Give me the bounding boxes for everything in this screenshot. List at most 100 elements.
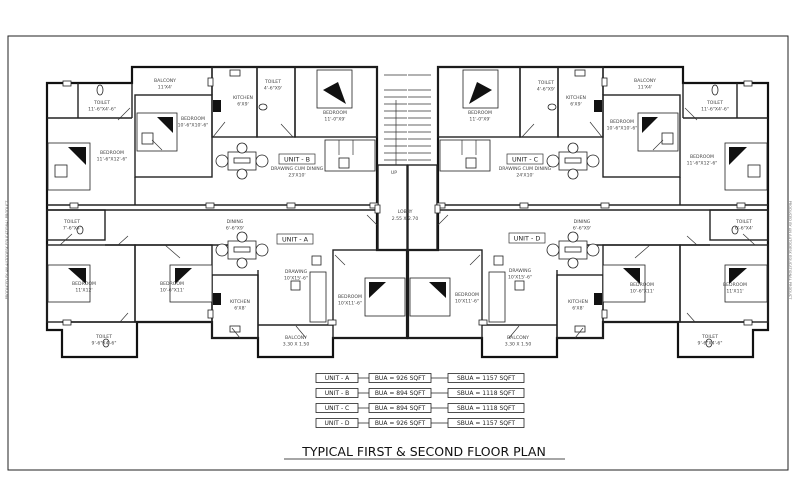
room-dimension: 10'X15'-6" (508, 275, 532, 281)
room-name: BEDROOM (468, 110, 492, 116)
unit-cell: UNIT - D (325, 420, 350, 427)
watermark-right: PRODUCED BY AN AUTODESK EDUCATIONAL PROD… (788, 201, 792, 301)
unit-a-tag-text: UNIT - A (282, 236, 309, 244)
room-dimension: 24'X10' (516, 173, 533, 179)
sheet-border (7, 35, 789, 471)
room-dimension: 11'-0"X9' (324, 117, 345, 123)
room-name: BALCONY (285, 335, 307, 341)
room-name: BALCONY (507, 335, 529, 341)
room-dimension: 6'X8' (572, 306, 584, 312)
room-dimension: 6'X8' (234, 306, 246, 312)
unit-d-tag: UNIT - D (508, 232, 546, 244)
room-name: BEDROOM (160, 281, 184, 287)
unit-d-tag-text: UNIT - D (514, 235, 541, 243)
room-name: TOILET (735, 219, 752, 225)
room-name: KITCHEN (230, 299, 250, 305)
room-name: TOILET (537, 80, 554, 86)
room-name: DRAWING CUM DINING (499, 166, 552, 172)
unit-a-tag: UNIT - A (276, 233, 314, 245)
room-name: BEDROOM (630, 282, 654, 288)
room-name: KITCHEN (233, 95, 253, 101)
unit-c-tag-text: UNIT - C (512, 156, 539, 164)
room-dimension: 11'-6"X4'-6" (701, 107, 729, 113)
room-dimension: 10'-6"X10'-6" (178, 123, 209, 129)
room-dimension: 4'-6"X9' (537, 87, 555, 93)
room-name: DRAWING (285, 269, 308, 275)
room-name: DRAWING CUM DINING (271, 166, 324, 172)
room-name: TOILET (264, 79, 281, 85)
unit-c-tag: UNIT - C (506, 153, 544, 165)
room-name: KITCHEN (566, 95, 586, 101)
room-dimension: 11'X12' (75, 288, 92, 294)
unit-b-tag-text: UNIT - B (284, 156, 310, 164)
room-dimension: 11'-6"X12'-6" (97, 157, 128, 163)
unit-cell: UNIT - C (325, 405, 349, 412)
room-dimension: 10'-6"X10'-6" (607, 126, 638, 132)
sbua-cell: SBUA = 1118 SQFT (457, 405, 515, 412)
drawing-title: TYPICAL FIRST & SECOND FLOOR PLAN (301, 444, 546, 459)
room-name: BALCONY (154, 78, 176, 84)
lobby-dimension: 2.55 X 2.70 (392, 216, 419, 222)
room-name: DRAWING (509, 268, 532, 274)
room-name: BEDROOM (72, 281, 96, 287)
room-dimension: 7'-6"X4' (63, 226, 81, 232)
room-dimension: 6'X9' (570, 102, 582, 108)
room-dimension: 6'X9' (237, 102, 249, 108)
room-dimension: 11'X4' (158, 85, 172, 91)
room-name: BEDROOM (323, 110, 347, 116)
room-name: BEDROOM (455, 292, 479, 298)
room-dimension: 10'-6"X11' (630, 289, 654, 295)
room-name: TOILET (63, 219, 80, 225)
room-dimension: 10'X15'-6" (284, 276, 308, 282)
room-name: TOILET (706, 100, 723, 106)
room-dimension: 9'-6"X4'-6" (698, 341, 723, 347)
room-name: TOILET (93, 100, 110, 106)
room-dimension: 11'-6"X4'-6" (88, 107, 116, 113)
stair-up-label: UP (391, 170, 397, 176)
room-dimension: 23'X10' (288, 173, 305, 179)
unit-b-tag: UNIT - B (278, 153, 316, 165)
room-name: BEDROOM (723, 282, 747, 288)
room-dimension: 3.30 X 1.50 (505, 342, 532, 348)
room-dimension: 11'-6"X12'-6" (687, 161, 718, 167)
room-dimension: 4'-6"X9' (264, 86, 282, 92)
sbua-cell: SBUA = 1118 SQFT (457, 390, 515, 397)
room-name: TOILET (701, 334, 718, 340)
room-dimension: 6'-6"X4' (735, 226, 753, 232)
room-dimension: 10'-6"X11' (160, 288, 184, 294)
bua-cell: BUA = 894 SQFT (375, 390, 426, 397)
room-dimension: 6'-6"X9' (573, 226, 591, 232)
